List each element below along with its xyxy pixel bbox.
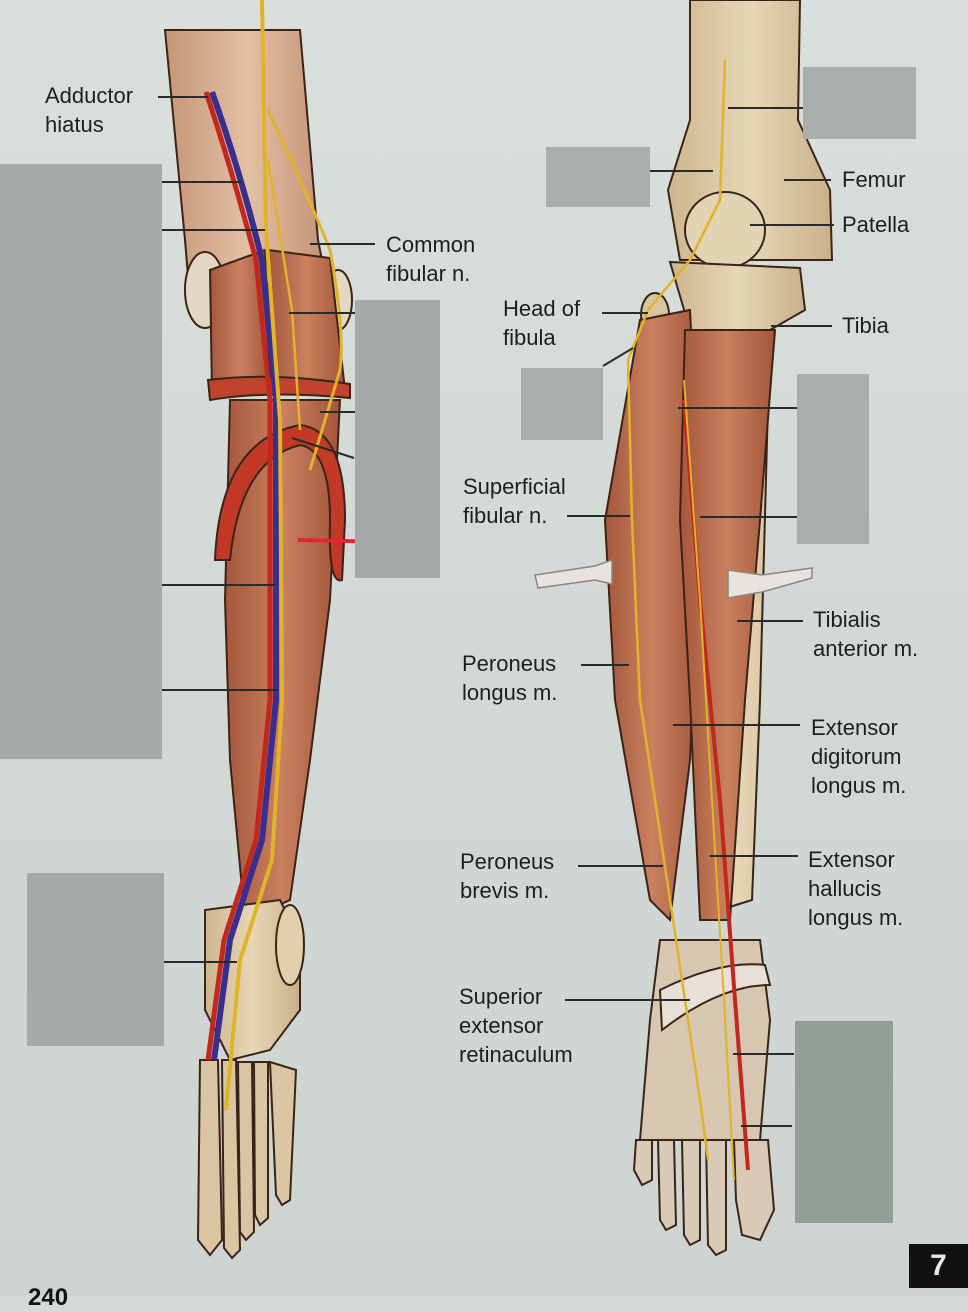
label-superior-extensor-retinaculum: Superior extensor retinaculum xyxy=(459,984,573,1067)
label-patella: Patella xyxy=(842,212,910,237)
label-extensor-hallucis-longus-m: Extensor hallucis longus m. xyxy=(808,847,904,930)
hidden-label-mask xyxy=(355,300,440,578)
label-peroneus-brevis-m: Peroneus brevis m. xyxy=(460,849,555,903)
hidden-label-mask xyxy=(521,368,603,440)
label-tibia: Tibia xyxy=(842,313,889,338)
right-leg-drawing xyxy=(534,0,834,1257)
hidden-label-mask xyxy=(797,374,869,544)
left-leg-drawing xyxy=(163,0,441,1260)
label-head-of-fibula: Head of fibula xyxy=(503,296,581,350)
hidden-label-mask xyxy=(803,67,916,139)
label-common-fibular-n: Common fibular n. xyxy=(386,232,476,286)
hidden-label-mask xyxy=(27,873,164,1046)
label-superficial-fibular-n: Superficial fibular n. xyxy=(463,474,566,528)
hidden-label-mask xyxy=(0,164,162,759)
label-tibialis-anterior-m: Tibialis anterior m. xyxy=(813,607,919,661)
label-adductor-hiatus: Adductor hiatus xyxy=(45,83,134,137)
page-number: 240 xyxy=(28,1284,69,1311)
label-femur: Femur xyxy=(842,167,906,192)
leader-lines xyxy=(158,96,834,1127)
label-peroneus-longus-m: Peroneus longus m. xyxy=(462,651,558,705)
chapter-tab: 7 xyxy=(909,1244,968,1288)
hidden-label-mask xyxy=(795,1021,893,1223)
label-extensor-digitorum-longus-m: Extensor digitorum longus m. xyxy=(811,715,907,798)
hidden-label-mask xyxy=(546,147,650,207)
